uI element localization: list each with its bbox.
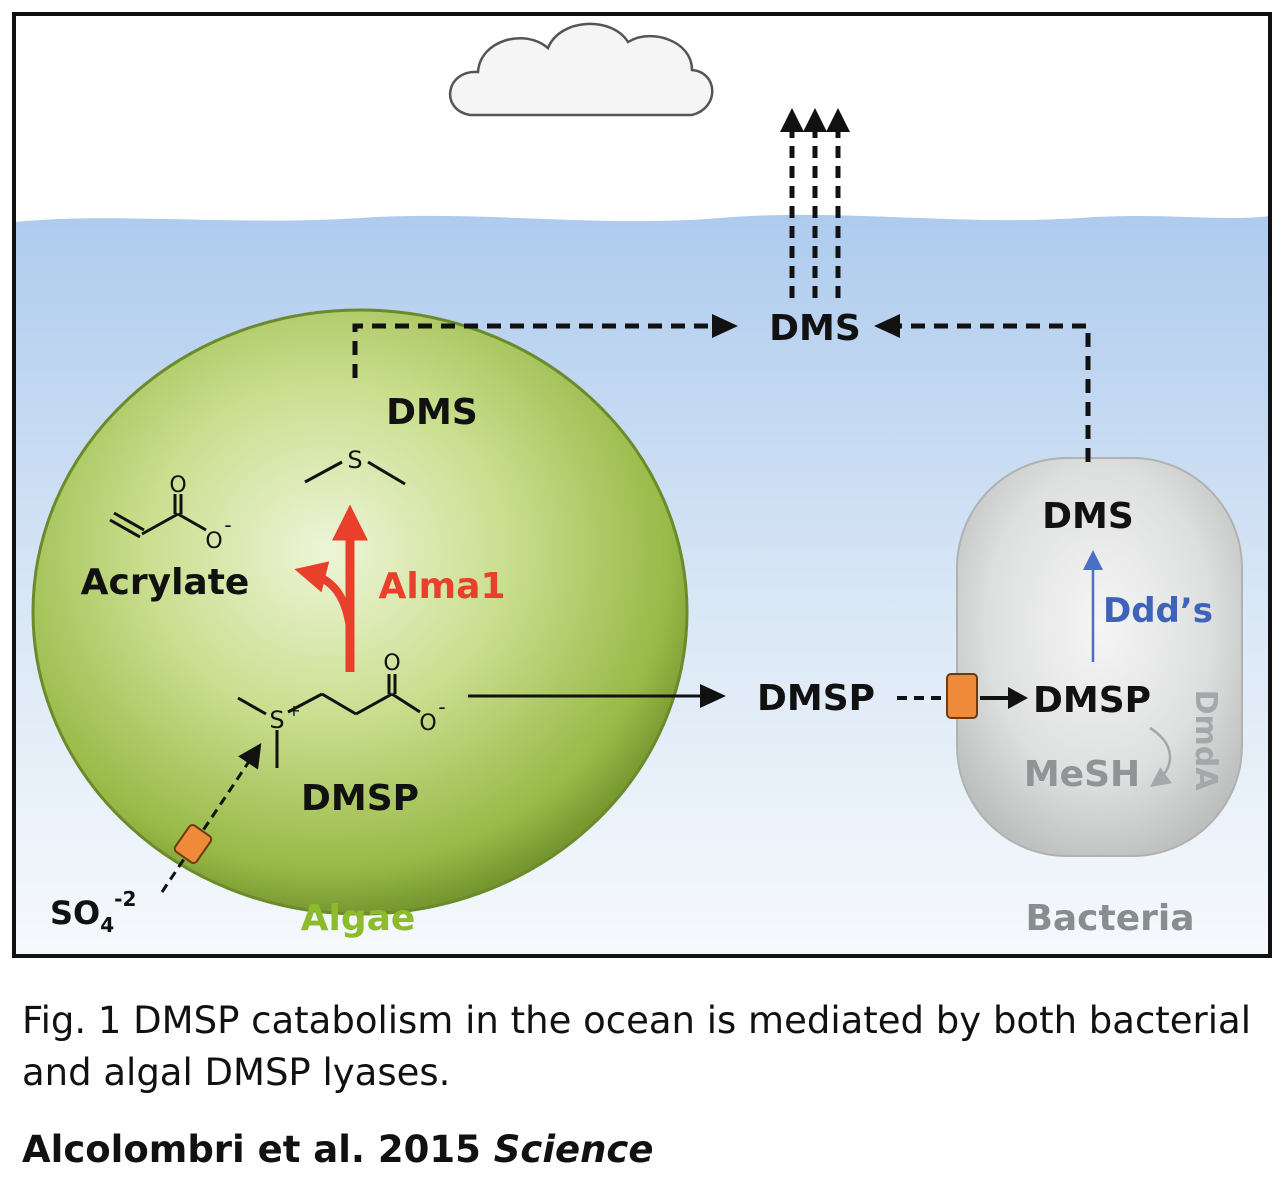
dmsp-oxygen-charge: - (438, 695, 445, 719)
algae-dms-release-arrowhead (712, 314, 738, 338)
cloud (448, 22, 714, 117)
alma1-arrows (294, 504, 368, 672)
algae-cell (31, 308, 689, 916)
dmda-arrow (1149, 726, 1173, 787)
mesh-label: MeSH (1024, 754, 1140, 795)
dms-structure: S (304, 446, 406, 486)
acrylate-oxygen-single: O (205, 529, 222, 554)
dmsp-export-arrowhead (700, 684, 726, 708)
flux-arrowhead-2 (803, 108, 827, 132)
bacteria-uptake-arrowhead (1008, 687, 1028, 709)
acrylate-structure: O O - (109, 473, 232, 554)
dmsp-sulfur-charge: + (287, 701, 300, 720)
citation-journal: Science (493, 1128, 654, 1171)
dmsp-oxygen-double: O (383, 651, 400, 676)
bacteria-transporter (946, 673, 978, 719)
alma1-acrylate-arrow (294, 561, 354, 629)
citation-authors: Alcolombri et al. 2015 (22, 1128, 494, 1171)
figure-caption: Fig. 1 DMSP catabolism in the ocean is m… (22, 999, 1252, 1094)
water-dmsp-label: DMSP (757, 678, 875, 719)
bacteria-dmsp-label: DMSP (1033, 680, 1151, 721)
acrylate-oxygen-double: O (169, 473, 186, 498)
algae-dms-label: DMS (386, 392, 478, 433)
dmsp-sulfur-atom: S (269, 706, 284, 734)
bacteria-dms-release-arrowhead (874, 314, 900, 338)
sulfate-label: SO4-2 (50, 887, 136, 937)
bacteria-label: Bacteria (1025, 898, 1194, 939)
flux-arrowhead-1 (780, 108, 804, 132)
figure-citation: Alcolombri et al. 2015 Science (22, 1128, 653, 1171)
water-dms-label: DMS (769, 308, 861, 349)
algae-transporter (173, 824, 213, 864)
algae-label: Algae (301, 898, 416, 939)
dmsp-structure: S + O O - (237, 651, 446, 768)
algae-dms-release-arrow (352, 323, 712, 378)
bacteria-dms-release-arrow (900, 323, 1091, 462)
atmosphere-flux-arrows (780, 108, 850, 298)
algae-dmsp-label: DMSP (301, 778, 419, 819)
bacteria-dms-label: DMS (1042, 496, 1134, 537)
dmsp-oxygen-single: O (419, 711, 436, 736)
ddd-enzyme-label: Ddd’s (1103, 591, 1213, 631)
acrylate-charge: - (224, 513, 231, 537)
diagram-frame (12, 12, 1272, 958)
flux-arrowhead-3 (826, 108, 850, 132)
dms-sulfur-atom: S (347, 446, 362, 474)
alma1-enzyme-label: Alma1 (378, 566, 505, 607)
acrylate-label: Acrylate (81, 562, 250, 603)
dmda-enzyme-label: DmdA (1188, 690, 1223, 792)
